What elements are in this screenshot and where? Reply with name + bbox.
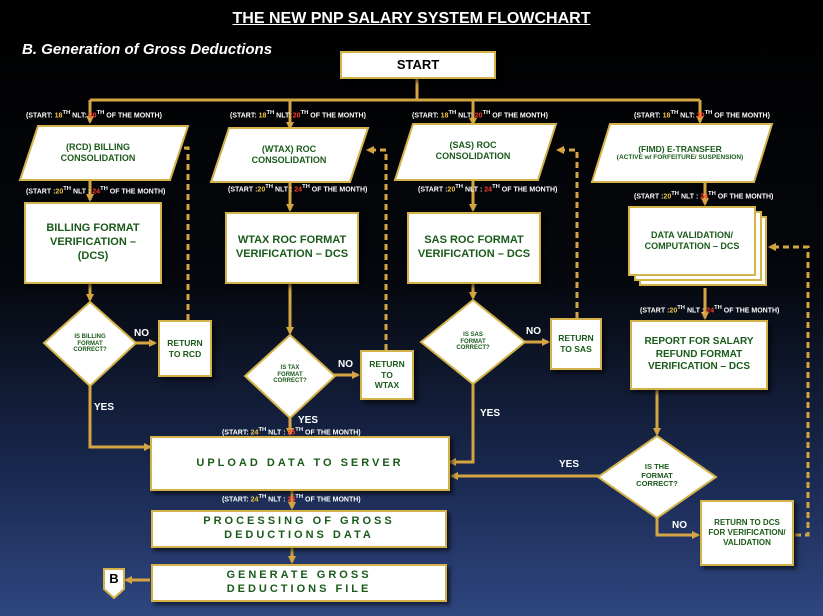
decision-billing-label: IS BILLING FORMAT CORRECT? [73,333,107,354]
return-loop-rcd [170,144,190,320]
timing-label-report: (START :20TH NLT : 24TH OF THE MONTH) [640,305,780,315]
decision-sas-label: IS SAS FORMAT CORRECT? [456,331,490,352]
decision-format-label: IS THE FORMAT CORRECT? [636,462,678,489]
yes-label-tax: YES [298,415,319,426]
verify-sas-box: SAS ROC FORMAT VERIFICATION – DCS [407,212,541,284]
no-label-billing: NO [134,328,149,339]
verify-wtax-box: WTAX ROC FORMAT VERIFICATION – DCS [225,212,359,284]
verify-billing-box: BILLING FORMAT VERIFICATION – (DCS) [24,202,162,284]
processing-box: PROCESSING OF GROSS DEDUCTIONS DATA [151,510,447,548]
input-sas-shape [393,123,558,181]
timing-label-verify-rcd: (START :20TH NLT : 24TH OF THE MONTH) [26,186,166,196]
decision-tax-shape [243,333,337,420]
input-fimd-shape [590,123,774,183]
decision-tax-label: IS TAX FORMAT CORRECT? [273,364,307,385]
timing-label-verify-sas: (START :20TH NLT : 24TH OF THE MONTH) [418,184,558,194]
yes-label-billing: YES [94,402,115,413]
decision-format-shape [596,434,718,520]
return-rcd-box: RETURN TO RCD [158,320,212,377]
arrow-yes-upload1 [88,386,152,451]
timing-label-processing: (START: 24TH NLT : 25TH OF THE MONTH) [222,494,361,504]
input-fimd-title: (FIMD) E-TRANSFER [638,144,722,154]
return-dcs-box: RETURN TO DCS FOR VERIFICATION/ VALIDATI… [700,500,794,566]
timing-label-rcd: (START: 18TH NLT: 20TH OF THE MONTH) [26,110,162,120]
return-loop-sas [556,146,579,318]
return-loop-wtax [366,146,388,350]
page-title: THE NEW PNP SALARY SYSTEM FLOWCHART [232,10,591,27]
upload-box: UPLOAD DATA TO SERVER [150,436,450,491]
report-box: REPORT FOR SALARY REFUND FORMAT VERIFICA… [630,320,768,390]
offpage-connector-label: B [109,571,119,586]
validation-stack-front [628,206,756,276]
no-label-tax: NO [338,359,353,370]
yes-label-format: YES [559,459,580,470]
input-wtax-shape [209,127,370,183]
timing-label-sas: (START: 18TH NLT: 20TH OF THE MONTH) [412,110,548,120]
input-wtax-label: (WTAX) ROC CONSOLIDATION [251,144,327,165]
arrow-no-dcs [655,518,700,539]
decision-billing-shape [42,300,138,388]
input-fimd-sub: (ACTIVE w/ FORFEITURE/ SUSPENSION) [616,154,744,162]
timing-label-verify-fimd: (START :20TH NLT : 24TH OF THE MONTH) [634,191,774,201]
input-fimd-label: (FIMD) E-TRANSFER (ACTIVE w/ FORFEITURE/… [614,128,746,178]
validation-label: DATA VALIDATION/ COMPUTATION – DCS [644,230,740,251]
no-label-format: NO [672,520,687,531]
arrow-yes-upload3 [448,384,475,466]
start-box: START [340,51,496,79]
offpage-connector-shape [103,568,125,600]
input-sas-label: (SAS) ROC CONSOLIDATION [435,140,511,161]
return-wtax-box: RETURN TO WTAX [360,350,414,400]
page-subtitle: B. Generation of Gross Deductions [22,41,273,58]
yes-label-sas: YES [480,408,501,419]
input-rcd-shape [18,125,190,181]
decision-sas-shape [419,298,527,386]
timing-label-wtax: (START: 18TH NLT: 20TH OF THE MONTH) [230,110,366,120]
generate-box: GENERATE GROSS DEDUCTIONS FILE [151,564,447,602]
no-label-sas: NO [526,326,541,337]
timing-label-upload: (START: 24TH NLT : 25TH OF THE MONTH) [222,427,361,437]
timing-label-verify-wtax: (START :20TH NLT : 24TH OF THE MONTH) [228,184,368,194]
timing-label-fimd: (START: 18TH NLT: 20TH OF THE MONTH) [634,110,770,120]
return-loop-dcs [768,243,810,537]
return-sas-box: RETURN TO SAS [550,318,602,370]
input-rcd-label: (RCD) BILLING CONSOLIDATION [60,142,136,163]
